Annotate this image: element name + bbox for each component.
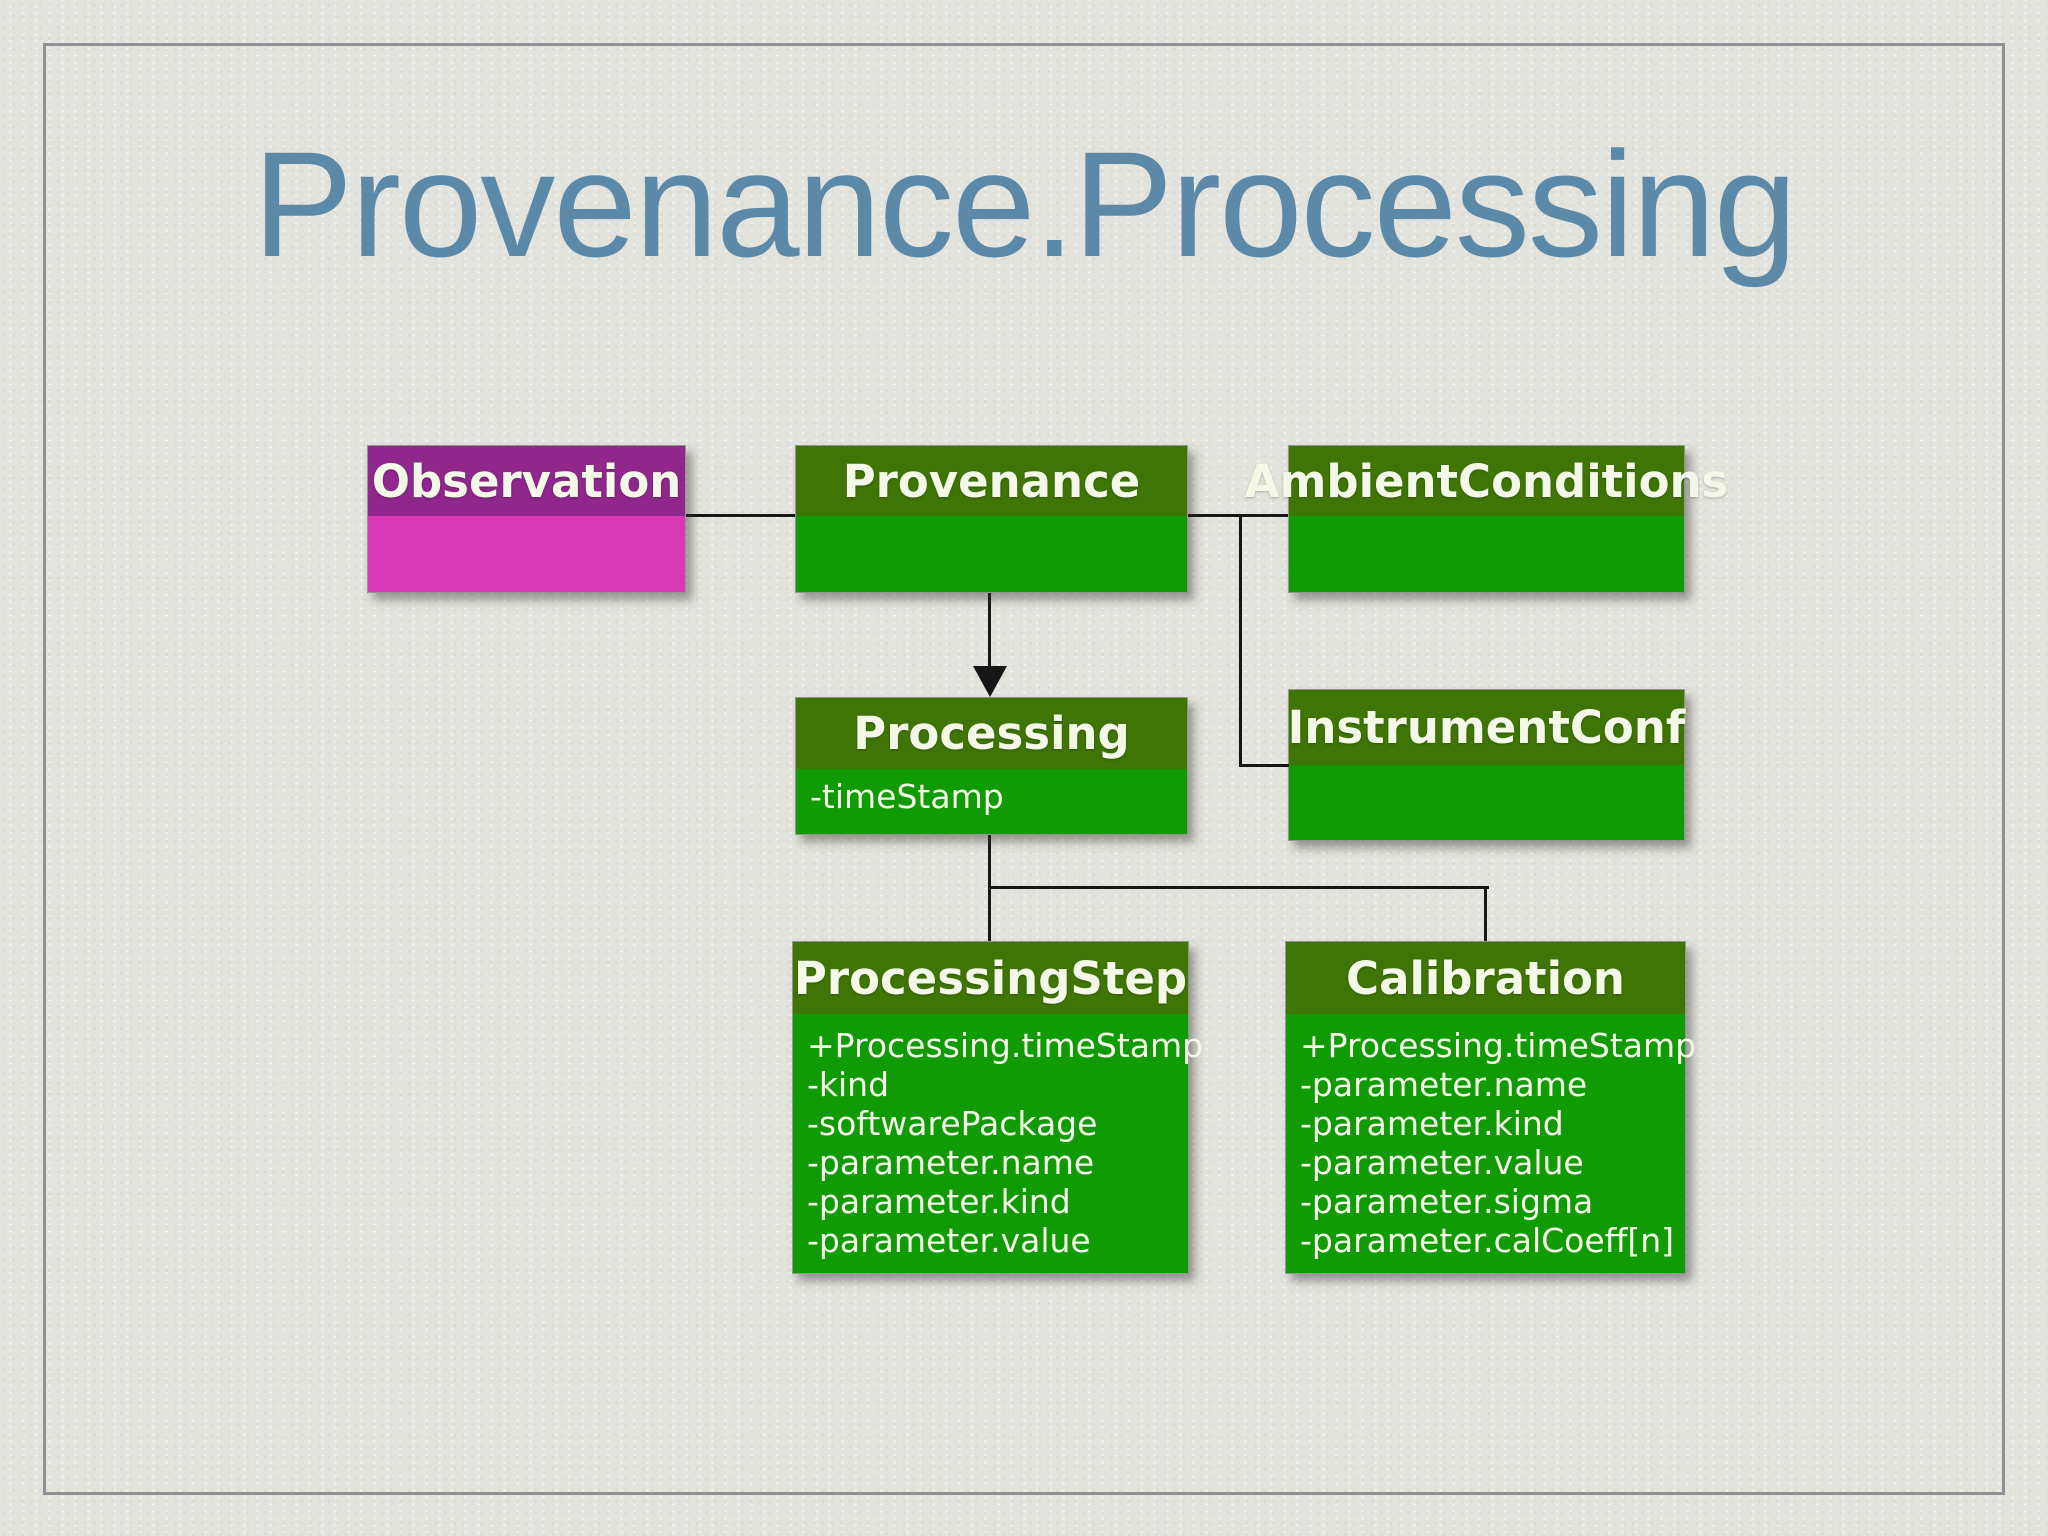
node-observation-body: [368, 516, 685, 592]
node-observation: Observation: [367, 445, 686, 593]
attribute-line: -kind: [807, 1065, 890, 1104]
connector-fork-drop-calibration: [1484, 886, 1487, 941]
node-processingstep-body: +Processing.timeStamp -kind -softwarePac…: [793, 1014, 1204, 1273]
node-processing-body: -timeStamp: [796, 769, 1187, 834]
attribute-line: -parameter.calCoeff[n]: [1300, 1221, 1675, 1260]
attribute-line: -parameter.kind: [1300, 1104, 1564, 1143]
attribute-line: -parameter.name: [1300, 1065, 1588, 1104]
node-instrumentconf-title: InstrumentConf: [1288, 690, 1685, 765]
node-provenance-body: [796, 516, 1187, 592]
connector-fork-drop-processingstep: [988, 886, 991, 941]
arrowhead-provenance-processing: [973, 666, 1007, 697]
attribute-line: -softwarePackage: [807, 1104, 1098, 1143]
slide-border-frame: [43, 43, 2005, 1495]
attribute-line: +Processing.timeStamp: [807, 1026, 1204, 1065]
connector-observation-provenance: [686, 514, 795, 517]
node-calibration-title: Calibration: [1286, 942, 1685, 1014]
node-processingstep: ProcessingStep +Processing.timeStamp -ki…: [792, 941, 1204, 1274]
connector-branch-vertical-instrumentconf: [1239, 514, 1242, 767]
attribute-line: -parameter.value: [1300, 1143, 1584, 1182]
node-instrumentconf: InstrumentConf: [1288, 689, 1685, 841]
node-instrumentconf-body: [1289, 765, 1684, 840]
node-provenance-title: Provenance: [796, 446, 1187, 516]
attribute-line: -parameter.value: [807, 1221, 1091, 1260]
attribute-line: -timeStamp: [810, 777, 1004, 816]
node-calibration: Calibration +Processing.timeStamp -param…: [1285, 941, 1697, 1274]
node-processing: Processing -timeStamp: [795, 697, 1188, 835]
node-provenance: Provenance: [795, 445, 1188, 593]
attribute-line: -parameter.sigma: [1300, 1182, 1594, 1221]
node-ambientconditions-body: [1289, 516, 1684, 592]
node-calibration-body: +Processing.timeStamp -parameter.name -p…: [1286, 1014, 1697, 1273]
slide-title: Provenance.Processing: [252, 120, 1797, 288]
connector-stub-instrumentconf: [1239, 764, 1290, 767]
connector-fork-horizontal: [988, 886, 1489, 889]
attribute-line: -parameter.kind: [807, 1182, 1071, 1221]
node-processingstep-title: ProcessingStep: [793, 942, 1188, 1014]
connector-processing-fork-stem: [988, 835, 991, 888]
connector-provenance-processing-line: [988, 593, 991, 669]
connector-provenance-ambientconditions: [1188, 514, 1288, 517]
node-ambientconditions: AmbientConditions: [1245, 445, 1728, 593]
attribute-line: -parameter.name: [807, 1143, 1095, 1182]
attribute-line: +Processing.timeStamp: [1300, 1026, 1697, 1065]
node-observation-title: Observation: [368, 446, 685, 516]
node-ambientconditions-title: AmbientConditions: [1245, 446, 1728, 516]
node-processing-title: Processing: [796, 698, 1187, 769]
